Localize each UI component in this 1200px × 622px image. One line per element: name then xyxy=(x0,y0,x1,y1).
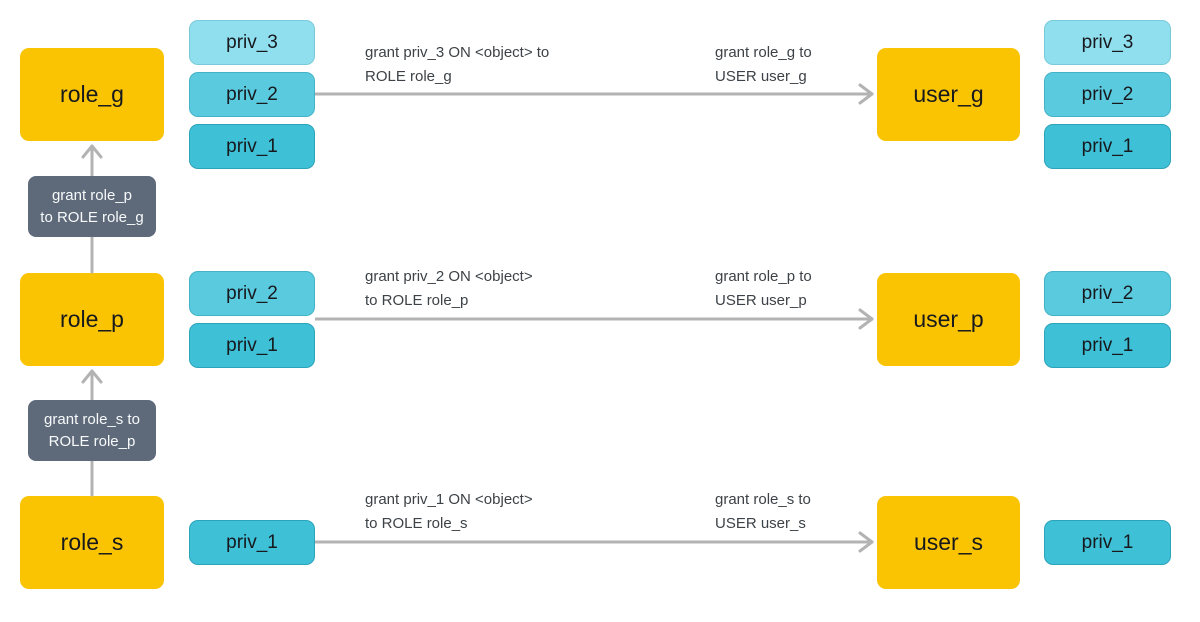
user-g-priv-1-badge: priv_1 xyxy=(1044,124,1171,169)
user-p-priv-2-badge: priv_2 xyxy=(1044,271,1171,316)
role-g-priv-3-badge: priv_3 xyxy=(189,20,315,65)
role-s-node: role_s xyxy=(20,496,164,589)
priv-grant-label-g: grant priv_3 ON <object> to ROLE role_g xyxy=(365,44,550,85)
grant-arrow-role-g-to-user-g xyxy=(315,83,874,105)
arrowhead-right-icon xyxy=(858,531,874,553)
role-p-priv-2-badge: priv_2 xyxy=(189,271,315,316)
priv-grant-label-p: grant priv_2 ON <object> to ROLE role_p xyxy=(365,268,533,309)
user-grant-label-s: grant role_s to USER user_s xyxy=(715,491,811,532)
user-grant-label-p: grant role_p to USER user_p xyxy=(715,268,812,309)
grant-arrow-role-p-to-user-p xyxy=(315,308,874,330)
role-s-priv-1-badge: priv_1 xyxy=(189,520,315,565)
user-g-node: user_g xyxy=(877,48,1020,141)
user-p-priv-1-badge: priv_1 xyxy=(1044,323,1171,368)
arrowhead-up-icon xyxy=(81,369,103,384)
user-g-priv-2-badge: priv_2 xyxy=(1044,72,1171,117)
role-p-node: role_p xyxy=(20,273,164,366)
arrowhead-up-icon xyxy=(81,144,103,159)
arrowhead-right-icon xyxy=(858,308,874,330)
role-g-node: role_g xyxy=(20,48,164,141)
role-p-priv-1-badge: priv_1 xyxy=(189,323,315,368)
user-grant-label-g: grant role_g to USER user_g xyxy=(715,44,812,85)
grant-role-p-to-role-g-box: grant role_p to ROLE role_g xyxy=(28,176,156,237)
user-s-node: user_s xyxy=(877,496,1020,589)
priv-grant-label-s: grant priv_1 ON <object> to ROLE role_s xyxy=(365,491,533,532)
grant-role-s-to-role-p-box: grant role_s to ROLE role_p xyxy=(28,400,156,461)
user-s-priv-1-badge: priv_1 xyxy=(1044,520,1171,565)
role-g-priv-1-badge: priv_1 xyxy=(189,124,315,169)
arrowhead-right-icon xyxy=(858,83,874,105)
user-g-priv-3-badge: priv_3 xyxy=(1044,20,1171,65)
role-g-priv-2-badge: priv_2 xyxy=(189,72,315,117)
user-p-node: user_p xyxy=(877,273,1020,366)
grant-arrow-role-s-to-user-s xyxy=(315,531,874,553)
